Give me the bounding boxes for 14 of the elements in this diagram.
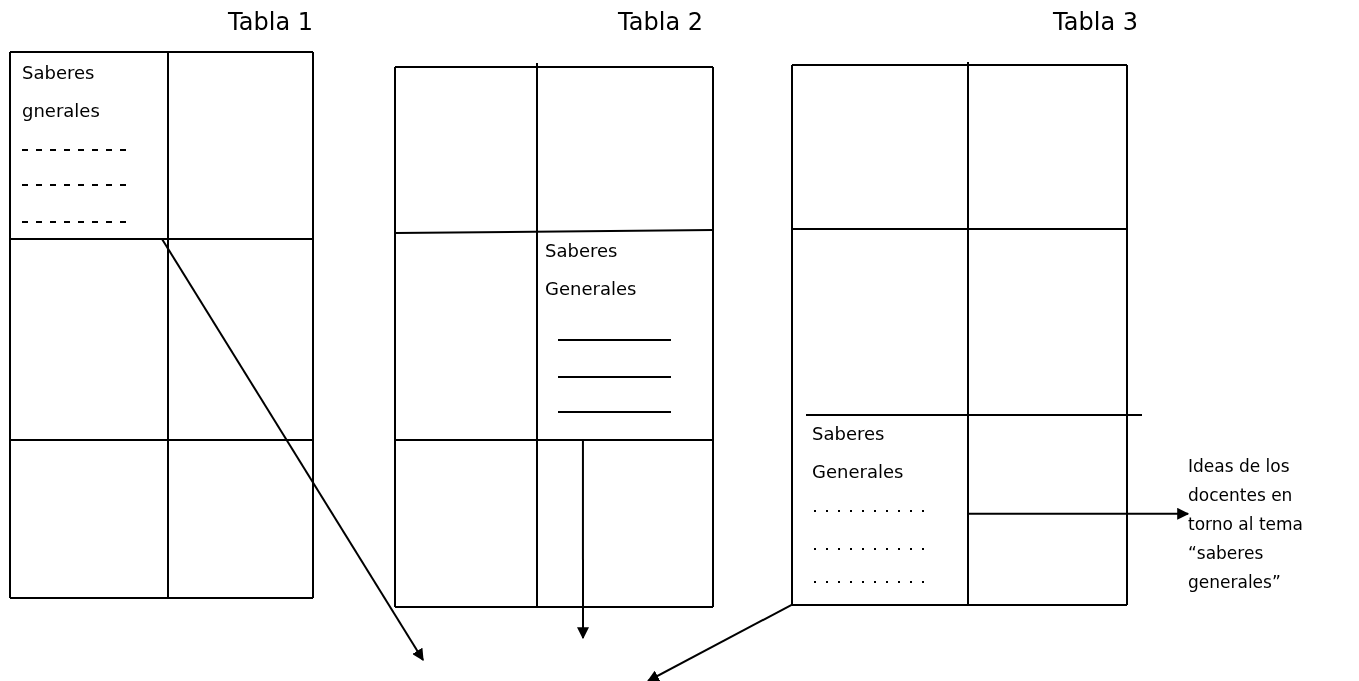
cell-heading: Saberes gnerales [22, 61, 101, 123]
cell-heading: Saberes Generales [812, 422, 905, 484]
table-title: Tabla 2 [618, 8, 703, 36]
arrow [646, 603, 795, 681]
arrow [967, 507, 1190, 520]
note-text: Ideas de los docentes en torno al tema “saberes generales” [1188, 455, 1304, 594]
table [10, 8, 313, 598]
table-title: Tabla 3 [1053, 8, 1138, 36]
arrow [161, 238, 424, 661]
cell-heading: Saberes Generales [545, 239, 638, 301]
arrow [577, 439, 589, 640]
table [792, 8, 1142, 605]
table [395, 8, 713, 607]
table-title: Tabla 1 [228, 8, 313, 36]
